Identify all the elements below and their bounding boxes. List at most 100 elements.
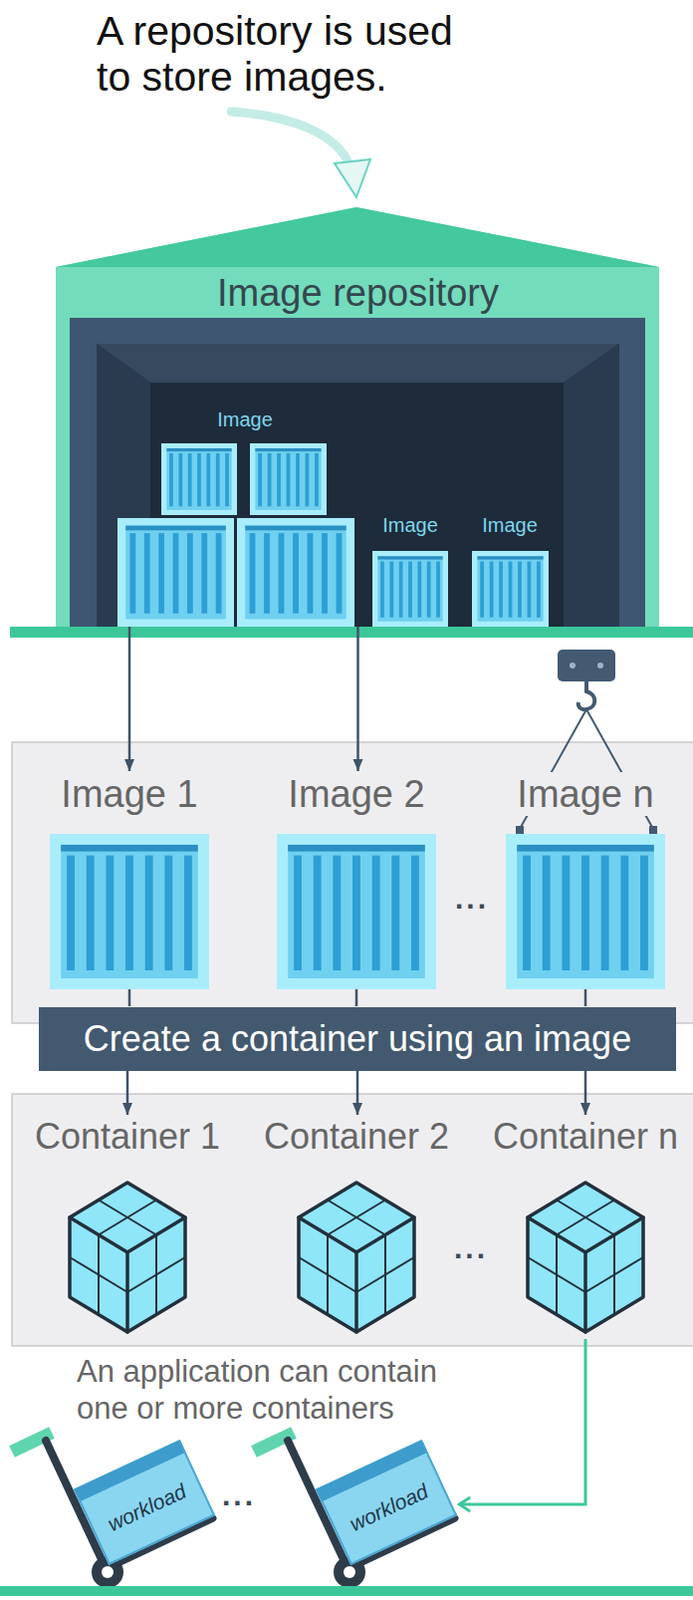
cube-grid (556, 1199, 615, 1235)
container-rib (536, 561, 541, 618)
container-rail (125, 525, 227, 531)
container-rib (145, 855, 154, 970)
container-rib (293, 855, 302, 970)
cube-grid (327, 1199, 386, 1235)
workload-box: workload (73, 1438, 216, 1565)
container-face (254, 448, 321, 510)
container-face (60, 844, 199, 978)
container-rib (188, 453, 193, 506)
connector (584, 1070, 588, 1115)
container-frame (49, 833, 210, 989)
container-rib (164, 855, 173, 970)
ellipsis: ... (455, 883, 489, 914)
container-rib (581, 855, 590, 970)
warehouse-interior (96, 343, 620, 627)
node-label: workload (103, 1477, 191, 1537)
container-face (125, 525, 227, 620)
container-rib (427, 561, 432, 618)
container-rib (105, 855, 114, 970)
warehouse-side-wall (563, 343, 620, 627)
container-rib (276, 453, 281, 506)
container-frame (372, 550, 449, 627)
container-rib (314, 453, 319, 506)
container-rib (561, 855, 570, 970)
connector (126, 1070, 130, 1115)
container-frame (117, 517, 234, 627)
image-repository-warehouse: Image repository (55, 207, 661, 627)
container-rib (267, 453, 272, 506)
container-frame (249, 443, 327, 515)
container-rib (173, 532, 180, 614)
cube-outline (69, 1181, 186, 1332)
node-label: Image 2 (284, 771, 428, 816)
node-label: Image n (513, 771, 657, 816)
container-rib (489, 561, 494, 618)
image-tag: Image (481, 512, 538, 537)
container-rib (411, 855, 420, 970)
container-rib (305, 453, 310, 506)
cube-grid (127, 1256, 186, 1292)
container-rib (158, 532, 165, 614)
node-label: Image repository (55, 270, 661, 315)
container-rail (166, 448, 231, 452)
connector (584, 988, 588, 1006)
callout-arrowhead (334, 159, 371, 198)
crane-hook (578, 681, 595, 709)
cube-outline (527, 1181, 644, 1332)
image-tag: Image (382, 512, 439, 537)
crane-bolt (569, 662, 576, 669)
container-rail (244, 525, 346, 531)
ground-strip (9, 626, 693, 638)
node-label: Container n (489, 1115, 682, 1157)
node-label: Create a container using an image (83, 1016, 632, 1061)
connector (356, 1070, 360, 1115)
container-rib (527, 561, 532, 618)
container-frame (471, 550, 549, 627)
container-rib (295, 453, 300, 506)
container-rib (391, 855, 400, 970)
cube-grid (327, 1199, 386, 1235)
image-node: Image n (502, 771, 669, 989)
cube-grid (98, 1199, 157, 1235)
container-rib (389, 561, 394, 618)
ellipsis: ... (454, 1232, 488, 1263)
container-rib (257, 453, 262, 506)
image-panel (11, 741, 693, 1023)
container-rib (321, 532, 328, 614)
process-band: Create a container using an image (38, 1006, 677, 1071)
image-container-icon (49, 833, 210, 989)
cube-grid (585, 1256, 644, 1292)
container-rib (216, 532, 223, 614)
container-face (287, 844, 426, 978)
container-rib (130, 532, 137, 614)
container-rib (399, 561, 404, 618)
container-face (377, 555, 443, 621)
container-rib (417, 561, 422, 618)
container-rib (517, 561, 522, 618)
container-rib (263, 532, 270, 614)
container-rib (286, 453, 291, 506)
container-rib (522, 855, 531, 970)
warehouse-roof (55, 207, 660, 267)
container-rail (60, 844, 199, 852)
warehouse-ceiling (96, 343, 620, 383)
container-face (516, 844, 655, 978)
container-rib (436, 561, 441, 618)
container-rib (408, 561, 413, 618)
container-rib (479, 561, 484, 618)
container-face (166, 448, 231, 510)
container-rib (601, 855, 610, 970)
container-frame (236, 517, 355, 627)
container-rib (66, 855, 75, 970)
container-rib (498, 561, 503, 618)
image-node: Image 1 (46, 771, 213, 989)
container-rib (307, 532, 314, 614)
container-rib (292, 532, 299, 614)
container-rail (377, 555, 443, 559)
container-rib (169, 453, 174, 506)
container-rib (178, 453, 183, 506)
cube-grid (556, 1199, 615, 1235)
container-rib (332, 855, 341, 970)
container-rib (216, 453, 221, 506)
